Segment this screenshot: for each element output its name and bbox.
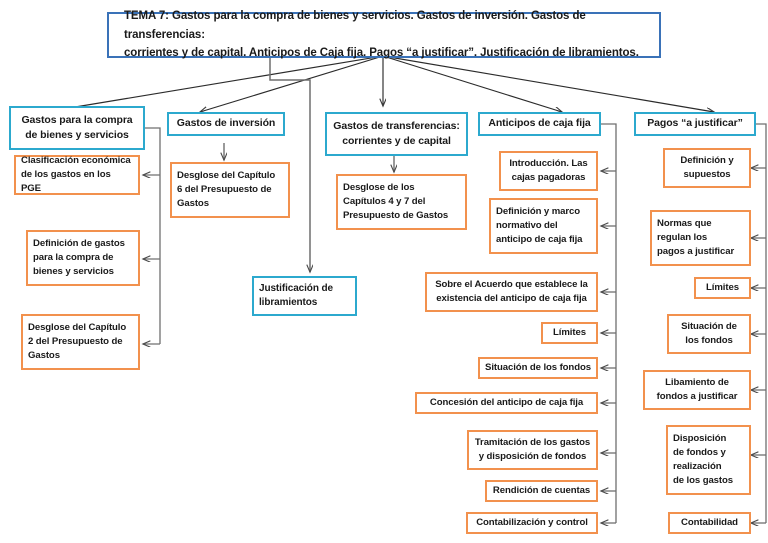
node-pagos-3-line-1: Límites bbox=[706, 282, 739, 294]
node-compra-2[interactable]: Definición de gastos para la compra de b… bbox=[26, 230, 140, 286]
node-compra-3-line-3: Gastos bbox=[28, 349, 60, 361]
branch-header-pagos[interactable]: Pagos “a justificar” bbox=[634, 112, 756, 136]
node-pagos-1-line-2: supuestos bbox=[683, 169, 731, 180]
branch-header-compra-line-2: de bienes y servicios bbox=[25, 129, 129, 141]
node-anticipos-3-line-1: Sobre el Acuerdo que establece la bbox=[435, 279, 588, 291]
node-inversion-1-line-2: 6 del Presupuesto de bbox=[177, 184, 272, 196]
branch-header-inversion[interactable]: Gastos de inversión bbox=[167, 112, 285, 136]
node-transferencias-1-line-1: Desglose de los bbox=[343, 182, 415, 194]
node-pagos-6[interactable]: Disposición de fondos y realización de l… bbox=[666, 425, 751, 495]
node-anticipos-4-line-1: Límites bbox=[553, 327, 586, 339]
node-anticipos-7-line-1: Tramitación de los gastos bbox=[474, 437, 591, 449]
node-pagos-4[interactable]: Situación de los fondos bbox=[667, 314, 751, 354]
node-anticipos-8-line-1: Rendición de cuentas bbox=[492, 485, 591, 497]
node-compra-3[interactable]: Desglose del Capítulo 2 del Presupuesto … bbox=[21, 314, 140, 370]
node-pagos-3[interactable]: Límites bbox=[694, 277, 751, 299]
node-pagos-2[interactable]: Normas que regulan los pagos a justifica… bbox=[650, 210, 751, 266]
node-pagos-1-line-1: Definición y bbox=[680, 155, 734, 167]
node-anticipos-9[interactable]: Contabilización y control bbox=[466, 512, 598, 534]
node-compra-2-line-3: bienes y servicios bbox=[33, 265, 114, 277]
node-pagos-5[interactable]: Libamiento de fondos a justificar bbox=[643, 370, 751, 410]
node-pagos-7-line-1: Contabilidad bbox=[681, 517, 738, 529]
node-pagos-7[interactable]: Contabilidad bbox=[668, 512, 751, 534]
node-pagos-6-line-3: realización bbox=[673, 461, 722, 472]
node-compra-3-line-2: 2 del Presupuesto de bbox=[28, 336, 123, 348]
node-anticipos-2-line-2: normativo del bbox=[496, 220, 558, 232]
node-inversion-1-line-1: Desglose del Capítulo bbox=[177, 170, 276, 182]
node-pagos-2-line-3: pagos a justificar bbox=[657, 245, 735, 257]
node-anticipos-5[interactable]: Situación de los fondos bbox=[478, 357, 598, 379]
branch-header-transferencias-line-1: Gastos de transferencias: bbox=[333, 119, 460, 132]
diagram-title-box: TEMA 7: Gastos para la compra de bienes … bbox=[107, 10, 661, 59]
node-compra-3-line-1: Desglose del Capítulo bbox=[28, 322, 127, 334]
title-line-2: corrientes y de capital. Anticipos de Ca… bbox=[124, 47, 639, 60]
node-anticipos-1-line-1: Introducción. Las bbox=[509, 158, 588, 170]
node-pagos-1[interactable]: Definición y supuestos bbox=[663, 148, 751, 188]
node-anticipos-7-line-2: y disposición de fondos bbox=[478, 451, 587, 462]
node-inversion-1[interactable]: Desglose del Capítulo 6 del Presupuesto … bbox=[170, 162, 290, 218]
node-anticipos-1-line-2: cajas pagadoras bbox=[511, 172, 586, 183]
node-pagos-4-line-2: los fondos bbox=[685, 335, 733, 346]
node-pagos-5-line-1: Libamiento de bbox=[665, 377, 729, 389]
node-anticipos-2[interactable]: Definición y marco normativo del anticip… bbox=[489, 198, 598, 254]
node-anticipos-3[interactable]: Sobre el Acuerdo que establece la existe… bbox=[425, 272, 598, 312]
branch-header-anticipos[interactable]: Anticipos de caja fija bbox=[478, 112, 601, 136]
branch-header-transferencias-line-2: corrientes y de capital bbox=[342, 135, 451, 147]
node-anticipos-5-line-1: Situación de los fondos bbox=[485, 362, 591, 374]
node-compra-2-line-1: Definición de gastos bbox=[33, 238, 125, 250]
node-anticipos-6-line-1: Concesión del anticipo de caja fija bbox=[429, 397, 584, 409]
node-anticipos-2-line-3: anticipo de caja fija bbox=[496, 233, 583, 245]
node-anticipos-8[interactable]: Rendición de cuentas bbox=[485, 480, 598, 502]
title-line-1: TEMA 7: Gastos para la compra de bienes … bbox=[124, 10, 586, 41]
node-transferencias-1-line-3: Presupuesto de Gastos bbox=[343, 209, 449, 221]
node-anticipos-3-line-2: existencia del anticipo de caja fija bbox=[436, 293, 587, 304]
node-anticipos-1[interactable]: Introducción. Las cajas pagadoras bbox=[499, 151, 598, 191]
node-transferencias-1[interactable]: Desglose de los Capítulos 4 y 7 del Pres… bbox=[336, 174, 467, 230]
node-pagos-5-line-2: fondos a justificar bbox=[656, 391, 738, 402]
node-anticipos-2-line-1: Definición y marco bbox=[496, 206, 581, 218]
node-transferencias-1-line-2: Capítulos 4 y 7 del bbox=[343, 196, 426, 208]
node-justificacion-line-2: libramientos bbox=[259, 297, 318, 308]
node-justificacion-line-1: Justificación de bbox=[259, 282, 333, 294]
branch-header-transferencias[interactable]: Gastos de transferencias: corrientes y d… bbox=[325, 112, 468, 156]
node-anticipos-6[interactable]: Concesión del anticipo de caja fija bbox=[415, 392, 598, 414]
node-compra-1-line-1: Clasificación económica bbox=[21, 155, 131, 167]
branch-header-inversion-line-1: Gastos de inversión bbox=[176, 117, 276, 130]
node-anticipos-9-line-1: Contabilización y control bbox=[476, 517, 588, 529]
node-pagos-6-line-1: Disposición bbox=[673, 433, 727, 445]
branch-header-pagos-line-1: Pagos “a justificar” bbox=[647, 117, 743, 130]
branch-header-compra-line-1: Gastos para la compra bbox=[21, 113, 133, 126]
node-compra-2-line-2: para la compra de bbox=[33, 252, 114, 264]
node-pagos-2-line-1: Normas que bbox=[657, 218, 712, 230]
node-pagos-4-line-1: Situación de bbox=[681, 321, 737, 333]
node-inversion-1-line-3: Gastos bbox=[177, 197, 209, 209]
node-justificacion-libramientos[interactable]: Justificación de libramientos bbox=[252, 276, 357, 316]
branch-header-anticipos-line-1: Anticipos de caja fija bbox=[488, 117, 591, 130]
node-pagos-2-line-2: regulan los bbox=[657, 232, 708, 244]
node-pagos-6-line-4: de los gastos bbox=[673, 474, 734, 486]
node-compra-1[interactable]: Clasificación económica de los gastos en… bbox=[14, 155, 140, 195]
branch-header-compra[interactable]: Gastos para la compra de bienes y servic… bbox=[9, 106, 145, 150]
node-compra-1-line-2: de los gastos en los PGE bbox=[21, 169, 111, 194]
node-pagos-6-line-2: de fondos y bbox=[673, 447, 726, 459]
node-anticipos-4[interactable]: Límites bbox=[541, 322, 598, 344]
node-anticipos-7[interactable]: Tramitación de los gastos y disposición … bbox=[467, 430, 598, 470]
